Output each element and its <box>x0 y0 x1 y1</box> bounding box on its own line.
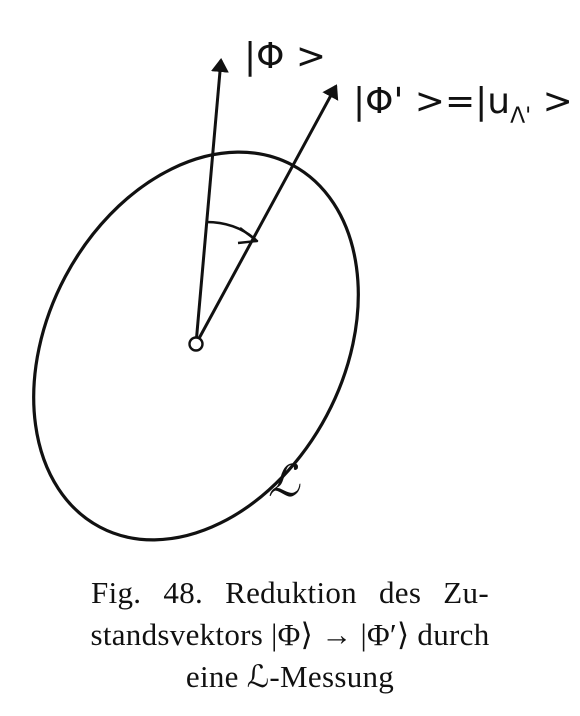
caption-line-3: eine ℒ-Messung <box>185 659 395 694</box>
origin-point <box>188 336 204 352</box>
vector-phi-label: |Φ > <box>244 36 326 77</box>
caption-line-1: Fig. 48. Reduktion des Zu- <box>91 575 489 610</box>
vector-phi-prime-close: > <box>531 81 573 122</box>
vector-phi-prime-label: |Φ' >=|uΛ' > <box>353 81 573 129</box>
vector-phi-arrow <box>194 58 229 345</box>
state-reduction-diagram: |Φ > |Φ' >=|uΛ' > ℒ <box>32 36 573 542</box>
vector-phi-prime-subscript: Λ' <box>510 104 531 129</box>
vector-phi-prime-arrow <box>194 84 339 345</box>
ellipse-label: ℒ <box>268 456 301 507</box>
vector-phi-prime-main: |Φ' >=|u <box>353 81 510 122</box>
figure-caption: Fig. 48. Reduktion des Zu- standsvektors… <box>0 572 580 698</box>
rotation-arc <box>205 220 257 241</box>
rotation-arc-arrowhead <box>237 227 259 245</box>
caption-line-2: standsvektors |Φ⟩ → |Φ′⟩ durch <box>90 617 490 652</box>
